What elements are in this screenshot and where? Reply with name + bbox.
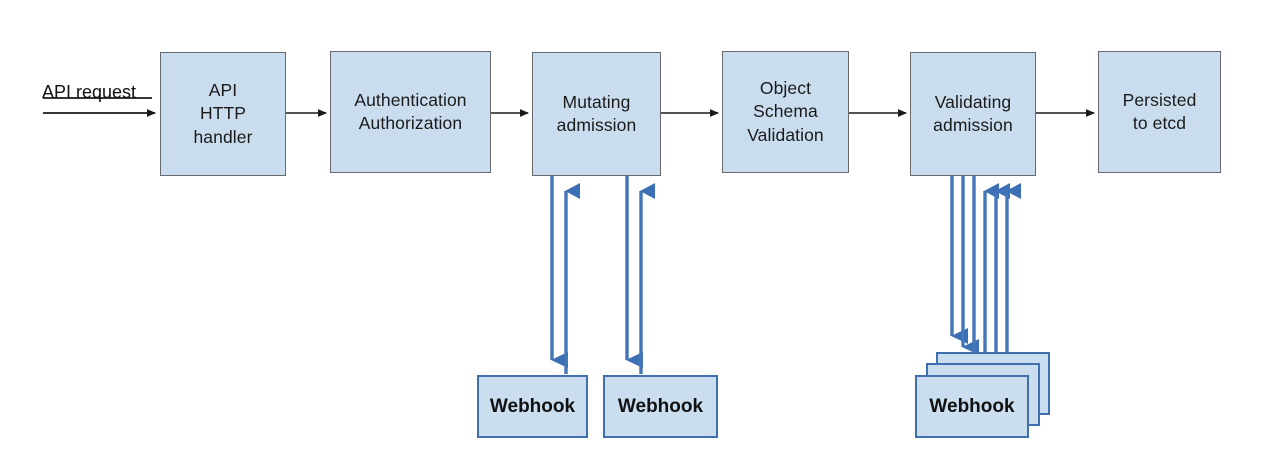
node-validating-admission-label: Validating admission [933,91,1013,135]
validating-webhook-return-wires [983,183,1021,374]
node-api-http-handler[interactable]: API HTTP handler [160,52,286,176]
webhook-box-validating-front-label: Webhook [929,395,1015,417]
node-mutating-admission[interactable]: Mutating admission [532,52,661,176]
node-api-http-handler-label: API HTTP handler [193,80,253,147]
node-authentication[interactable]: Authentication Authorization [330,51,491,173]
mutating-webhook-2-wires [625,176,655,374]
node-object-schema-validation-label: Object Schema Validation [747,78,824,145]
node-authentication-label: Authentication Authorization [354,89,467,133]
node-persisted-to-etcd-label: Persisted to etcd [1122,89,1197,133]
node-object-schema-validation[interactable]: Object Schema Validation [722,51,849,173]
node-validating-admission[interactable]: Validating admission [910,52,1036,176]
mutating-webhook-1-wires [550,176,580,374]
node-persisted-to-etcd[interactable]: Persisted to etcd [1098,51,1221,173]
api-request-label: API request [42,82,137,102]
webhook-box-mutating-1[interactable]: Webhook [477,375,588,438]
validating-webhook-out-wires [950,176,990,368]
webhook-box-mutating-2-label: Webhook [617,395,704,417]
webhook-box-mutating-1-label: Webhook [489,395,576,417]
webhook-box-validating-front[interactable]: Webhook [915,375,1029,438]
node-mutating-admission-label: Mutating admission [556,91,637,135]
webhook-box-mutating-2[interactable]: Webhook [603,375,718,438]
